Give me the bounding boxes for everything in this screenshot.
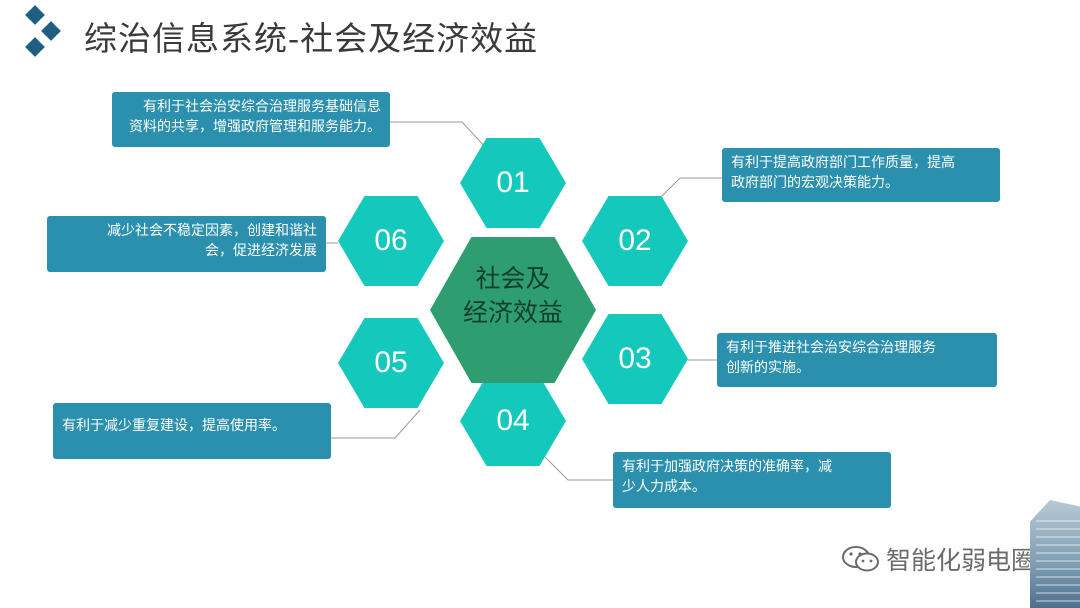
benefit-box-01-line1: 有利于社会治安综合治理服务基础信息 <box>143 99 381 115</box>
benefit-box-03: 有利于推进社会治安综合治理服务 创新的实施。 <box>717 333 997 387</box>
benefit-box-04-line2: 少人力成本。 <box>622 479 706 495</box>
benefit-box-04-line1: 有利于加强政府决策的准确率，减 <box>622 459 832 475</box>
watermark: 智能化弱电圈 <box>840 541 1036 577</box>
benefit-box-01-line2: 资料的共享，增强政府管理和服务能力。 <box>129 119 381 135</box>
benefit-box-05-line1: 有利于减少重复建设，提高使用率。 <box>62 418 286 434</box>
benefit-box-02-line2: 政府部门的宏观决策能力。 <box>731 175 899 191</box>
watermark-text: 智能化弱电圈 <box>886 546 1037 575</box>
benefit-box-03-line1: 有利于推进社会治安综合治理服务 <box>726 340 936 356</box>
benefit-box-06: 减少社会不稳定因素，创建和谐社 会，促进经济发展 <box>47 216 326 272</box>
benefit-box-06-line2: 会，促进经济发展 <box>205 243 317 259</box>
wechat-icon <box>842 546 879 572</box>
hex-02: 02 <box>582 196 688 286</box>
benefit-box-06-line1: 减少社会不稳定因素，创建和谐社 <box>107 223 317 239</box>
building-graphic <box>1030 500 1080 608</box>
benefit-box-02-line1: 有利于提高政府部门工作质量，提高 <box>731 155 955 171</box>
center-label-line1: 社会及 <box>475 264 551 293</box>
diamond-logo-icon <box>25 5 61 57</box>
building-stripes <box>1036 520 1080 608</box>
benefit-box-03-line2: 创新的实施。 <box>726 360 810 376</box>
benefit-box-01: 有利于社会治安综合治理服务基础信息 资料的共享，增强政府管理和服务能力。 <box>112 92 390 147</box>
benefit-box-04: 有利于加强政府决策的准确率，减 少人力成本。 <box>613 452 891 508</box>
center-label-line2: 经济效益 <box>462 298 563 327</box>
benefit-box-05: 有利于减少重复建设，提高使用率。 <box>53 403 331 459</box>
center-label: 社会及 经济效益 <box>450 262 576 330</box>
page-title: 综治信息系统-社会及经济效益 <box>84 19 539 58</box>
hex-03: 03 <box>582 314 688 404</box>
benefit-box-02: 有利于提高政府部门工作质量，提高 政府部门的宏观决策能力。 <box>722 148 1000 202</box>
